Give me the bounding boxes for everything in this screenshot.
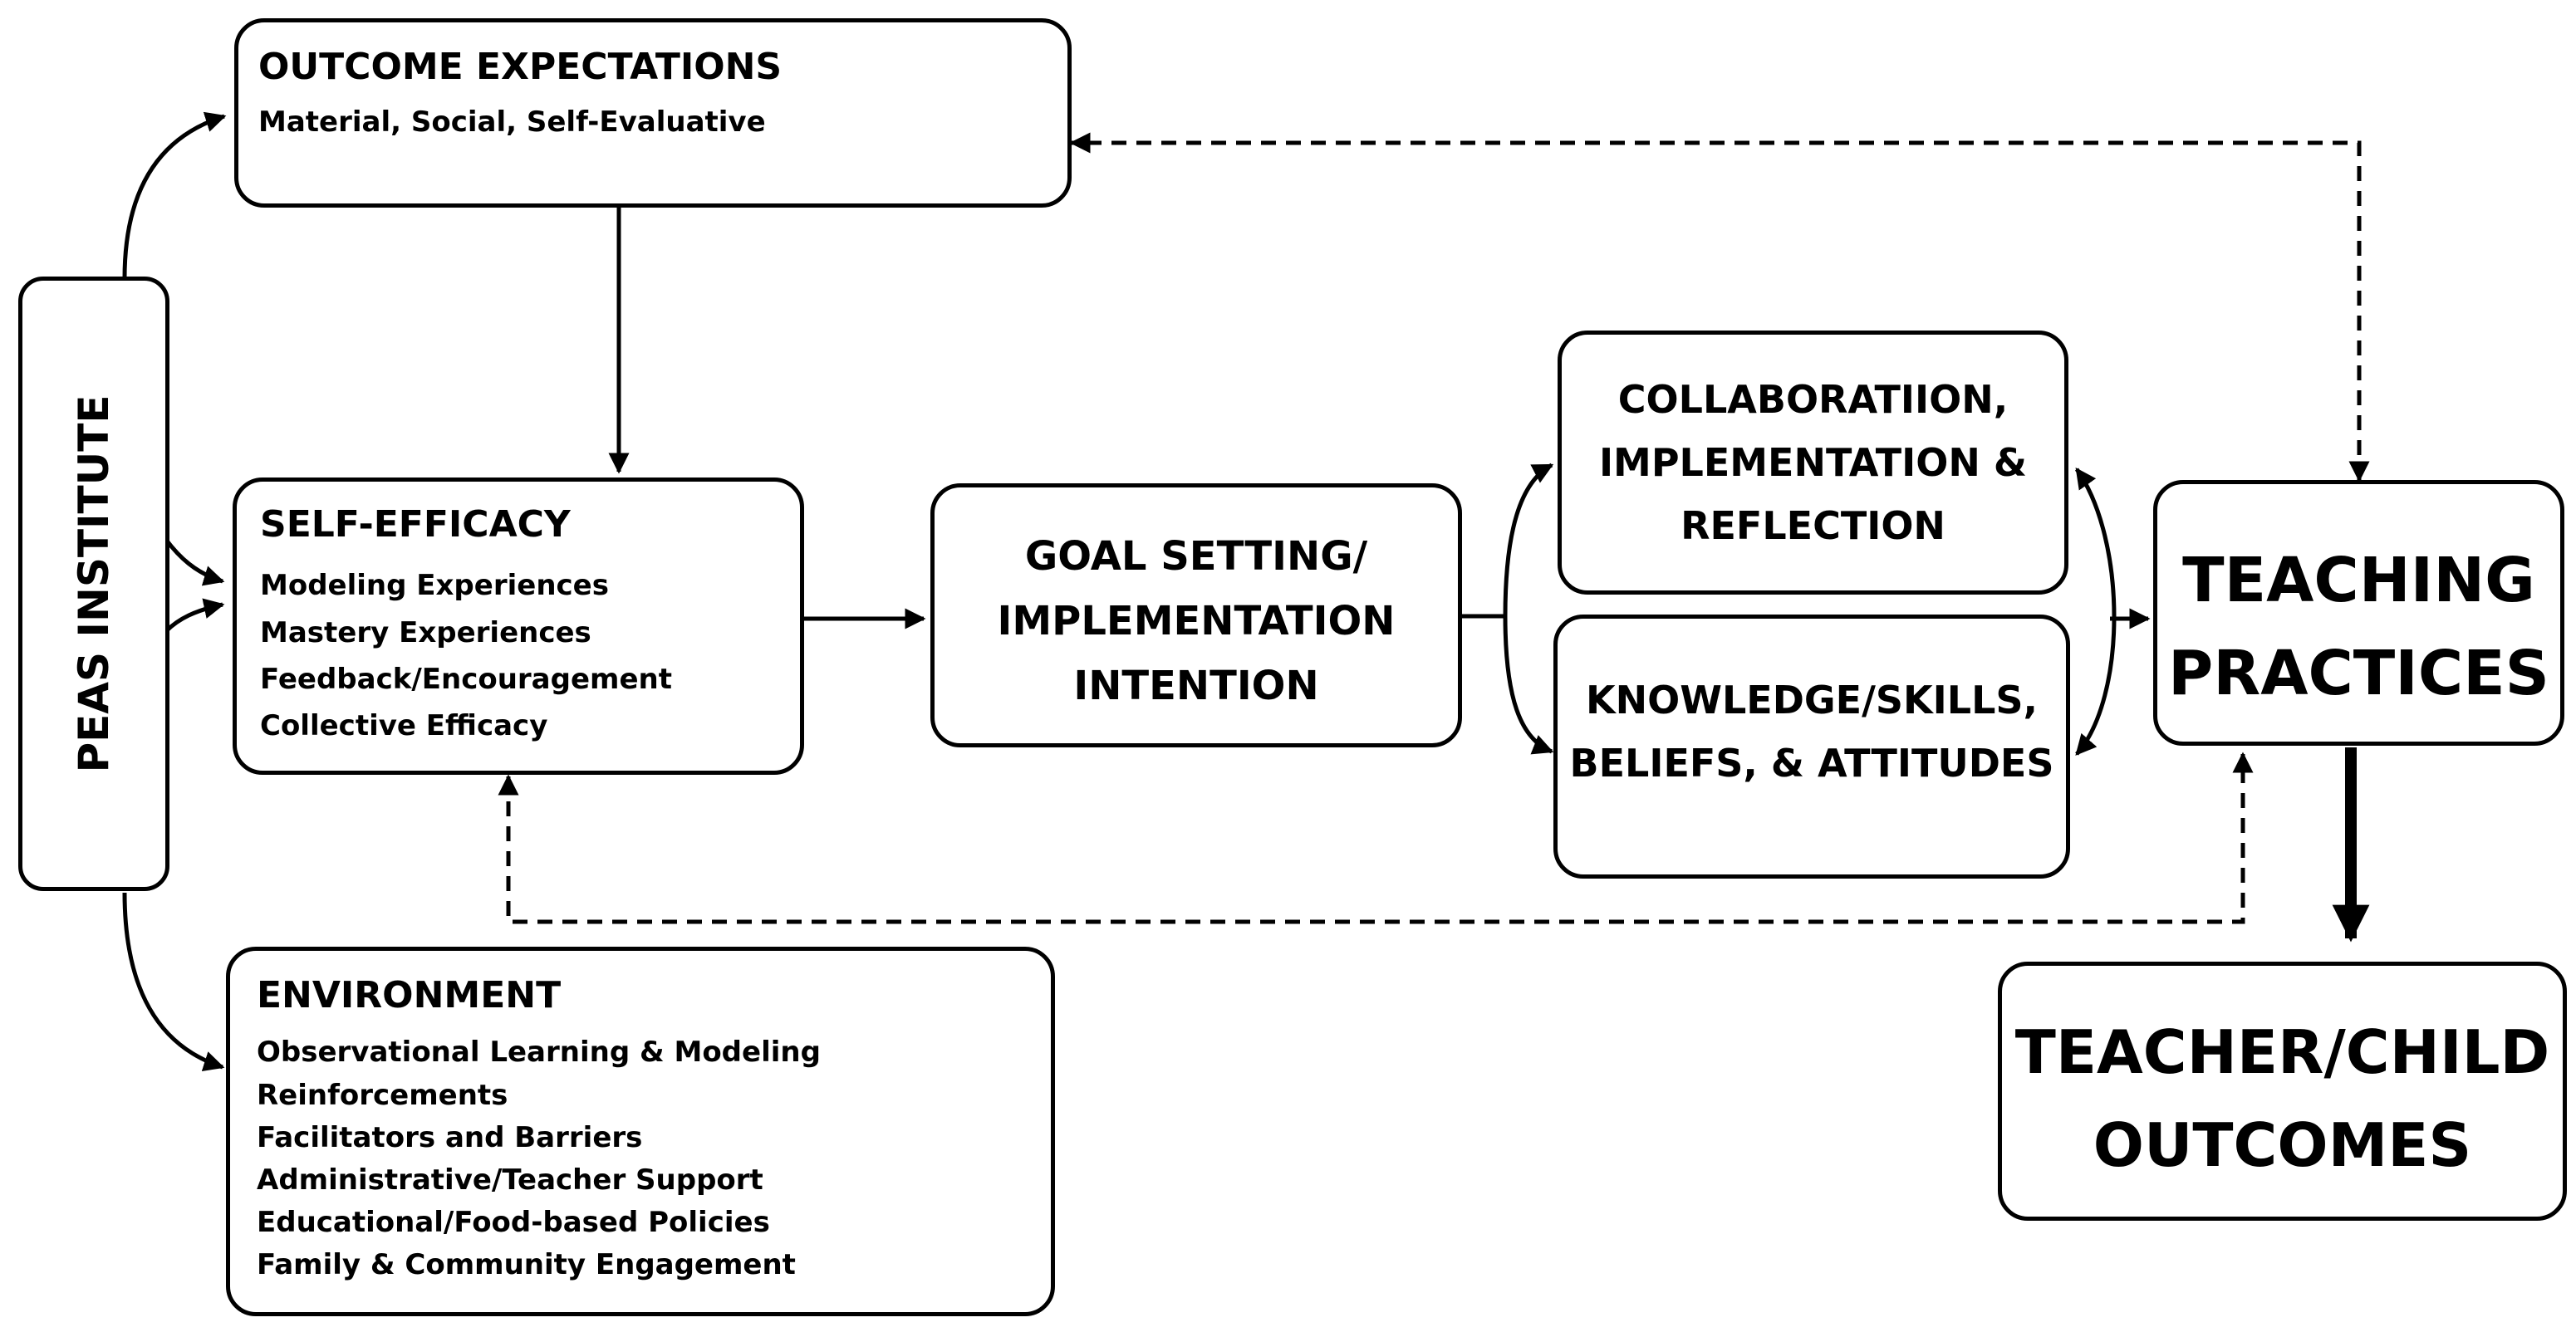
self-efficacy-item: Mastery Experiences bbox=[260, 616, 591, 649]
self-efficacy-item: Collective Efficacy bbox=[260, 709, 548, 742]
environment-item: Facilitators and Barriers bbox=[257, 1121, 643, 1154]
teaching-practices-line: PRACTICES bbox=[2168, 638, 2549, 709]
environment-item: Family & Community Engagement bbox=[257, 1248, 796, 1281]
collaboration-label: COLLABORATIION, IMPLEMENTATION & REFLECT… bbox=[1562, 368, 2064, 557]
self-efficacy-item: Modeling Experiences bbox=[260, 569, 609, 602]
arrow-peas-to-self-efficacy-upper bbox=[164, 538, 225, 586]
teaching-practices-line: TEACHING bbox=[2182, 545, 2535, 616]
arrow-collaboration-knowledge-link bbox=[2074, 467, 2117, 756]
arrow-peas-to-outcome-expectations bbox=[122, 111, 227, 279]
knowledge-label: KNOWLEDGE/SKILLS, BELIEFS, & ATTITUDES bbox=[1558, 668, 2066, 795]
collaboration-line: REFLECTION bbox=[1681, 503, 1945, 548]
collaboration-box: COLLABORATIION, IMPLEMENTATION & REFLECT… bbox=[1558, 331, 2068, 595]
peas-institute-label: PEAS INSTITUTE bbox=[70, 394, 118, 773]
collaboration-line: IMPLEMENTATION & bbox=[1598, 440, 2028, 485]
outcomes-line: OUTCOMES bbox=[2093, 1110, 2472, 1180]
outcome-expectations-title: OUTCOME EXPECTATIONS bbox=[258, 46, 783, 88]
outcome-expectations-box: OUTCOME EXPECTATIONS Material, Social, S… bbox=[234, 18, 1072, 208]
arrow-bracket-to-collaboration bbox=[1503, 463, 1554, 617]
environment-item: Administrative/Teacher Support bbox=[257, 1163, 763, 1197]
outcomes-label: TEACHER/CHILD OUTCOMES bbox=[2002, 1006, 2563, 1192]
outcome-expectations-subtitle: Material, Social, Self-Evaluative bbox=[258, 105, 766, 139]
goal-setting-label: GOAL SETTING/ IMPLEMENTATION INTENTION bbox=[935, 524, 1458, 718]
goal-setting-box: GOAL SETTING/ IMPLEMENTATION INTENTION bbox=[930, 483, 1462, 747]
self-efficacy-item: Feedback/Encouragement bbox=[260, 663, 672, 696]
arrow-peas-to-self-efficacy-lower bbox=[164, 598, 225, 633]
knowledge-line: BELIEFS, & ATTITUDES bbox=[1569, 741, 2054, 786]
environment-box: ENVIRONMENT Observational Learning & Mod… bbox=[226, 947, 1055, 1316]
peas-institute-box: PEAS INSTITUTE bbox=[18, 277, 169, 891]
outcomes-box: TEACHER/CHILD OUTCOMES bbox=[1998, 962, 2567, 1221]
environment-item: Reinforcements bbox=[257, 1079, 508, 1112]
arrow-bracket-to-knowledge bbox=[1503, 615, 1554, 755]
knowledge-box: KNOWLEDGE/SKILLS, BELIEFS, & ATTITUDES bbox=[1553, 615, 2070, 879]
self-efficacy-title: SELF-EFFICACY bbox=[260, 503, 571, 546]
teaching-practices-box: TEACHING PRACTICES bbox=[2153, 480, 2564, 746]
outcomes-line: TEACHER/CHILD bbox=[2014, 1017, 2550, 1087]
dashed-teaching-to-outcome bbox=[1069, 132, 2370, 482]
arrow-peas-to-environment bbox=[122, 892, 225, 1072]
knowledge-line: KNOWLEDGE/SKILLS, bbox=[1585, 678, 2038, 722]
goal-setting-line: IMPLEMENTATION bbox=[997, 598, 1396, 644]
goal-setting-line: GOAL SETTING/ bbox=[1024, 533, 1368, 580]
environment-item: Observational Learning & Modeling bbox=[257, 1036, 821, 1069]
environment-title: ENVIRONMENT bbox=[257, 974, 562, 1016]
self-efficacy-box: SELF-EFFICACY Modeling Experiences Maste… bbox=[233, 478, 804, 775]
collaboration-line: COLLABORATIION, bbox=[1617, 377, 2009, 422]
teaching-practices-label: TEACHING PRACTICES bbox=[2157, 534, 2560, 720]
goal-setting-line: INTENTION bbox=[1073, 663, 1319, 709]
environment-item: Educational/Food-based Policies bbox=[257, 1206, 770, 1239]
